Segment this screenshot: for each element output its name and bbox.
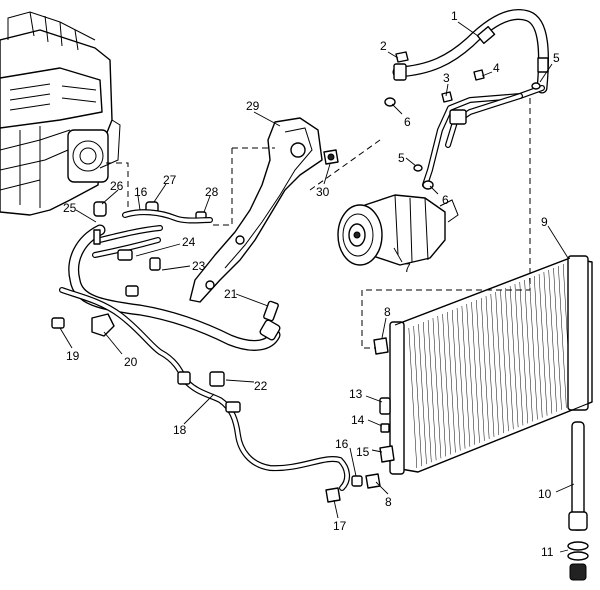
condenser	[389, 255, 593, 475]
callout-29: 29	[246, 99, 260, 113]
bolt-8a	[373, 337, 389, 355]
condenser-fin	[524, 279, 533, 422]
bolt-2	[395, 51, 409, 63]
condenser-fin	[533, 275, 543, 418]
fitting-26	[93, 201, 107, 217]
callout-1: 1	[451, 9, 458, 23]
callout-16a: 16	[134, 185, 148, 199]
callout-labels: 1 2 3 4 5 6 5 6 7 8 8 9 10 11 13 14 15 1…	[63, 9, 560, 559]
condenser-fin	[437, 315, 447, 457]
condenser-fin	[408, 327, 418, 469]
callout-9: 9	[541, 215, 548, 229]
condenser-fin	[423, 321, 432, 463]
callout-19: 19	[66, 349, 80, 363]
callout-28: 28	[205, 185, 219, 199]
condenser-fin	[529, 277, 538, 420]
callout-7: 7	[404, 261, 411, 275]
callout-10: 10	[538, 487, 552, 501]
callout-3: 3	[443, 71, 450, 85]
callout-16b: 16	[335, 437, 349, 451]
mounting-bracket	[189, 117, 323, 303]
condenser-fin	[461, 305, 471, 447]
condenser-fin	[471, 301, 480, 443]
ac-compressor	[337, 194, 459, 266]
callout-18: 18	[173, 423, 187, 437]
condenser-fin	[427, 319, 437, 461]
condenser-fin	[514, 283, 524, 426]
condenser-fin	[495, 291, 504, 434]
fitting-30	[323, 149, 339, 165]
condenser-fin	[442, 313, 451, 455]
discharge-hose-assembly	[392, 9, 550, 188]
condenser-fin	[509, 285, 519, 428]
callout-6b: 6	[442, 193, 449, 207]
callout-20: 20	[124, 355, 138, 369]
condenser-fin	[476, 299, 485, 441]
fitting-14	[380, 423, 390, 433]
fitting-13	[379, 397, 391, 415]
callout-17: 17	[333, 519, 347, 533]
callout-14: 14	[351, 413, 365, 427]
callout-5b: 5	[398, 151, 405, 165]
fitting-15	[379, 445, 395, 463]
condenser-fin	[413, 325, 422, 467]
hvac-module	[0, 11, 121, 216]
callout-26: 26	[110, 179, 124, 193]
reference-lines	[106, 98, 531, 349]
callout-5: 5	[553, 51, 560, 65]
receiver-dryer	[567, 421, 589, 581]
condenser-fin	[466, 303, 475, 445]
condenser-fin	[485, 295, 495, 438]
bolt-4	[473, 69, 485, 81]
condenser-fin	[543, 271, 553, 414]
leader-lines	[59, 21, 575, 553]
condenser-fin	[480, 297, 490, 439]
condenser-fin	[519, 281, 529, 424]
callout-15: 15	[356, 445, 370, 459]
seal-5b	[413, 164, 423, 172]
suction-hose-assembly	[59, 209, 350, 491]
condenser-fin	[538, 273, 548, 416]
seal-5	[531, 82, 541, 90]
condenser-fin	[505, 287, 514, 430]
callout-30: 30	[316, 185, 330, 199]
callout-21: 21	[224, 287, 238, 301]
condenser-fin	[548, 269, 557, 412]
condenser-fins	[408, 263, 572, 469]
fitting-17	[325, 487, 341, 503]
condenser-fin	[418, 323, 427, 465]
fitting-20	[91, 313, 115, 337]
callout-22: 22	[254, 379, 268, 393]
condenser-fin	[500, 289, 509, 432]
callout-13: 13	[349, 387, 363, 401]
condenser-fin	[447, 311, 456, 453]
fitting-21	[263, 300, 279, 322]
callout-6a: 6	[404, 115, 411, 129]
bolt-3	[441, 91, 453, 103]
condenser-fin	[451, 309, 461, 451]
callout-27: 27	[163, 173, 177, 187]
condenser-fin	[553, 267, 562, 410]
callout-2: 2	[380, 39, 387, 53]
seal-6	[384, 97, 396, 107]
condenser-fin	[456, 307, 466, 449]
callout-11: 11	[541, 545, 554, 559]
condenser-fin	[558, 265, 567, 408]
callout-4: 4	[493, 61, 500, 75]
callout-24: 24	[182, 235, 196, 249]
callout-8a: 8	[384, 305, 391, 319]
fitting-16b	[351, 475, 363, 487]
bolt-8b	[365, 473, 381, 489]
callout-23: 23	[192, 259, 206, 273]
fitting-25	[93, 229, 101, 245]
condenser-fin	[432, 317, 442, 459]
fitting-19	[51, 317, 65, 329]
callout-25: 25	[63, 201, 77, 215]
condenser-fin	[490, 293, 500, 436]
callout-8b: 8	[385, 495, 392, 509]
